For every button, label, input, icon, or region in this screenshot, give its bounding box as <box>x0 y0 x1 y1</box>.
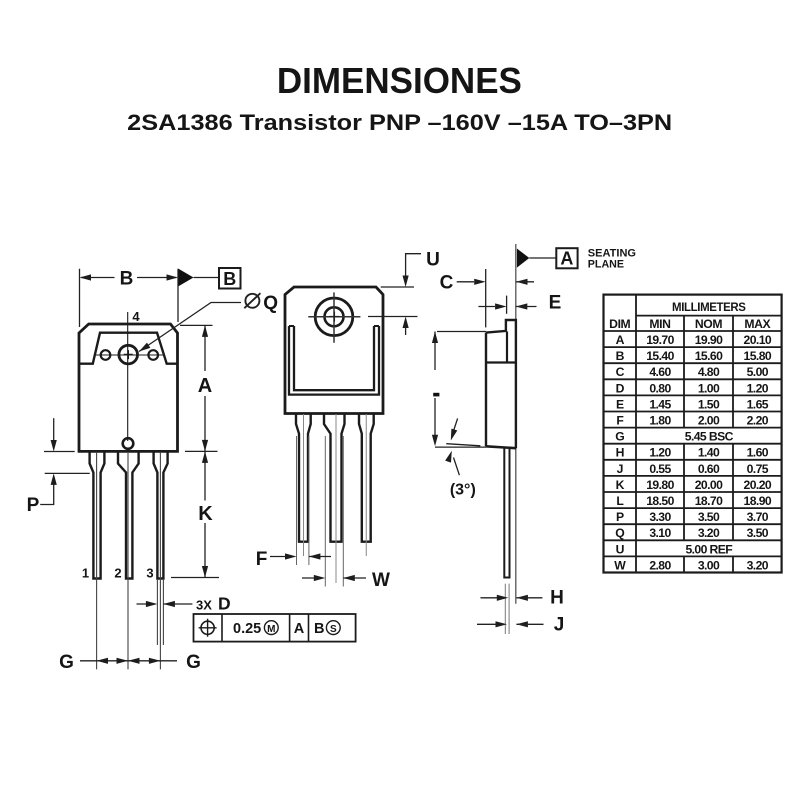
svg-text:3: 3 <box>146 566 153 581</box>
svg-text:G: G <box>59 652 74 673</box>
svg-text:1.40: 1.40 <box>698 446 720 460</box>
svg-text:H: H <box>550 587 564 608</box>
svg-text:B: B <box>314 621 324 637</box>
svg-text:L: L <box>616 494 624 508</box>
svg-text:1.00: 1.00 <box>698 381 720 395</box>
svg-text:C: C <box>616 365 625 379</box>
svg-text:PLANE: PLANE <box>588 259 624 271</box>
svg-text:E: E <box>549 292 562 313</box>
svg-text:5.45 BSC: 5.45 BSC <box>685 430 734 444</box>
svg-text:2.80: 2.80 <box>649 558 671 572</box>
svg-text:0.60: 0.60 <box>698 462 720 476</box>
svg-text:DIM: DIM <box>609 317 630 331</box>
svg-text:D: D <box>616 381 625 395</box>
svg-text:B: B <box>616 349 625 363</box>
svg-text:1.60: 1.60 <box>747 446 769 460</box>
svg-text:3.30: 3.30 <box>649 510 671 524</box>
svg-text:NOM: NOM <box>695 317 722 331</box>
svg-text:2: 2 <box>114 566 121 581</box>
svg-text:1.80: 1.80 <box>649 414 671 428</box>
svg-text:A: A <box>560 249 573 269</box>
svg-text:J: J <box>554 615 565 636</box>
svg-text:B: B <box>120 269 134 290</box>
svg-text:G: G <box>186 652 201 673</box>
svg-text:DIMENSIONES: DIMENSIONES <box>277 60 522 101</box>
svg-text:K: K <box>616 478 625 492</box>
svg-text:2.00: 2.00 <box>698 414 720 428</box>
svg-text:W: W <box>372 570 390 591</box>
svg-text:1.20: 1.20 <box>747 381 769 395</box>
svg-text:B: B <box>223 269 236 289</box>
svg-text:S: S <box>330 624 337 635</box>
svg-text:W: W <box>614 558 626 572</box>
svg-text:Q: Q <box>263 293 278 314</box>
svg-text:3.10: 3.10 <box>649 526 671 540</box>
svg-text:E: E <box>616 397 624 411</box>
svg-text:3.70: 3.70 <box>747 510 769 524</box>
svg-text:(3°): (3°) <box>450 482 476 499</box>
svg-text:U: U <box>616 542 625 556</box>
svg-text:MIN: MIN <box>649 317 670 331</box>
svg-text:P: P <box>616 510 624 524</box>
svg-text:0.55: 0.55 <box>649 462 671 476</box>
svg-text:1: 1 <box>82 566 89 581</box>
svg-text:3X: 3X <box>196 598 212 613</box>
svg-text:5.00 REF: 5.00 REF <box>685 542 732 556</box>
svg-text:MAX: MAX <box>744 317 771 331</box>
svg-text:5.00: 5.00 <box>747 365 769 379</box>
svg-text:20.20: 20.20 <box>744 478 772 492</box>
svg-text:D: D <box>218 594 231 614</box>
svg-text:G: G <box>615 430 624 444</box>
svg-text:U: U <box>426 250 440 271</box>
svg-text:A: A <box>616 333 625 347</box>
svg-text:2SA1386 Transistor PNP –160V –: 2SA1386 Transistor PNP –160V –15A TO–3PN <box>127 110 672 135</box>
svg-text:19.80: 19.80 <box>646 478 674 492</box>
svg-text:F: F <box>616 414 623 428</box>
svg-text:H: H <box>616 446 624 460</box>
svg-text:18.90: 18.90 <box>744 494 772 508</box>
svg-text:0.75: 0.75 <box>747 462 769 476</box>
svg-text:K: K <box>198 503 213 525</box>
svg-text:4: 4 <box>132 309 140 324</box>
svg-text:4.80: 4.80 <box>698 365 720 379</box>
svg-text:P: P <box>27 495 40 516</box>
svg-text:18.70: 18.70 <box>695 494 723 508</box>
svg-text:2.20: 2.20 <box>747 414 769 428</box>
svg-text:F: F <box>256 549 268 570</box>
svg-text:0.80: 0.80 <box>649 381 671 395</box>
svg-text:A: A <box>294 621 305 637</box>
svg-text:1.65: 1.65 <box>747 397 769 411</box>
svg-text:3.50: 3.50 <box>747 526 769 540</box>
svg-text:SEATING: SEATING <box>588 247 636 259</box>
svg-text:0.25: 0.25 <box>233 621 261 637</box>
svg-text:15.60: 15.60 <box>695 349 723 363</box>
svg-text:MILLIMETERS: MILLIMETERS <box>672 300 746 314</box>
svg-text:C: C <box>440 273 454 294</box>
svg-text:M: M <box>267 624 275 635</box>
svg-text:1.45: 1.45 <box>649 397 671 411</box>
svg-text:J: J <box>617 462 623 476</box>
svg-text:19.90: 19.90 <box>695 333 723 347</box>
svg-text:20.10: 20.10 <box>744 333 772 347</box>
svg-text:15.40: 15.40 <box>646 349 674 363</box>
svg-text:3.00: 3.00 <box>698 558 720 572</box>
svg-text:18.50: 18.50 <box>646 494 674 508</box>
svg-text:Q: Q <box>615 526 624 540</box>
svg-text:A: A <box>198 375 212 397</box>
svg-text:1.20: 1.20 <box>649 446 671 460</box>
svg-text:4.60: 4.60 <box>649 365 671 379</box>
svg-text:19.70: 19.70 <box>646 333 674 347</box>
svg-text:20.00: 20.00 <box>695 478 723 492</box>
svg-text:15.80: 15.80 <box>744 349 772 363</box>
svg-text:3.50: 3.50 <box>698 510 720 524</box>
svg-text:1.50: 1.50 <box>698 397 720 411</box>
svg-text:3.20: 3.20 <box>747 558 769 572</box>
svg-text:3.20: 3.20 <box>698 526 720 540</box>
